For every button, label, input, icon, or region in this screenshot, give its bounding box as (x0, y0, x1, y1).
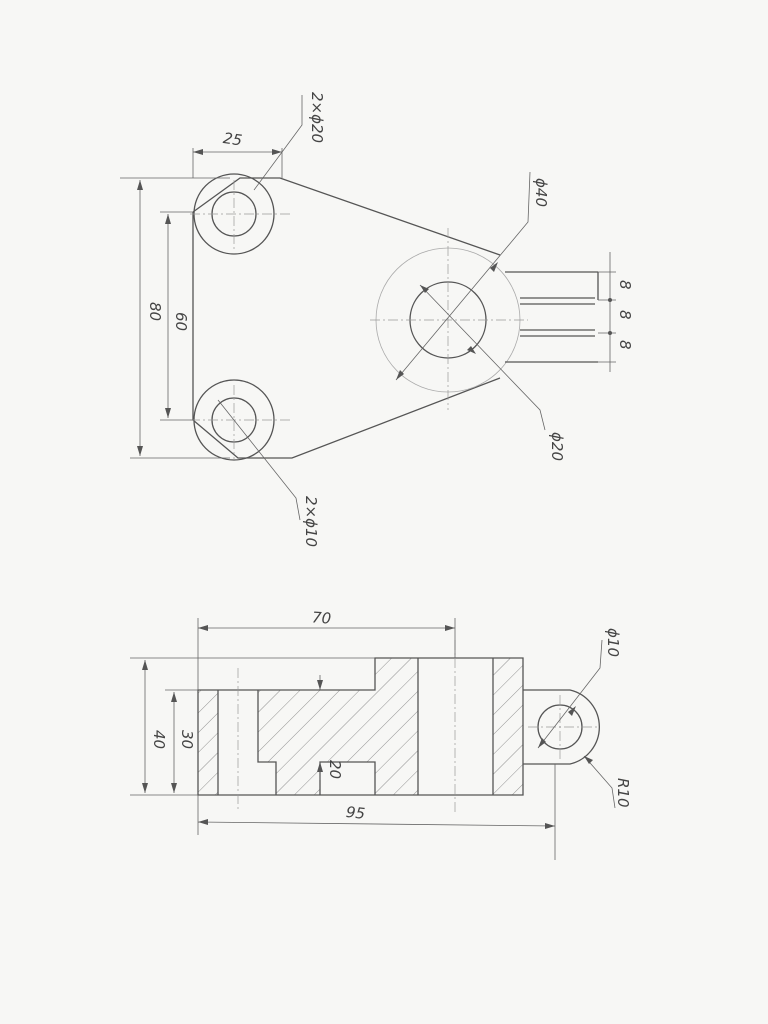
arrow (420, 285, 429, 293)
section-view: 70 40 30 20 95 ϕ10 R10 (130, 608, 632, 860)
dim-30-label: 30 (178, 730, 196, 749)
dim-2x20-label: 2×ϕ20 (308, 92, 326, 143)
dim-dot (608, 331, 612, 335)
dim-8-chain (598, 252, 616, 372)
hatch-right (493, 658, 523, 795)
section-centerlines (237, 640, 456, 812)
dim-phi40-label: ϕ40 (532, 178, 550, 207)
plate-outline (192, 177, 501, 459)
dim-phi40-leader (395, 171, 531, 381)
dim-phi10-label: ϕ10 (604, 628, 622, 657)
dim-8-a-label: 8 (616, 280, 634, 290)
dim-8-c-label: 8 (616, 340, 634, 350)
dim-95-line (197, 764, 556, 860)
dim-70-label: 70 (311, 608, 331, 627)
arrow (317, 680, 323, 690)
arrow (490, 262, 498, 272)
dim-40-label: 40 (150, 730, 168, 749)
dim-80-label: 80 (146, 302, 164, 321)
top-view: 25 2×ϕ20 80 60 ϕ40 ϕ20 2×ϕ10 8 8 8 (120, 92, 634, 547)
lug-centerline (528, 695, 598, 760)
arrow (467, 346, 476, 354)
arrow (165, 214, 171, 224)
dim-30-line (165, 689, 198, 793)
dim-phi10-leader (537, 639, 603, 749)
arrow (142, 783, 148, 793)
arrow (538, 738, 546, 748)
dim-40-line (130, 657, 375, 796)
dim-60-label: 60 (172, 312, 190, 331)
slot-lines (505, 271, 599, 363)
hatch-left (198, 690, 218, 795)
arrow (445, 625, 455, 631)
arrow (193, 149, 203, 155)
dim-2x20-leader (253, 95, 303, 191)
dim-r10-leader (583, 755, 616, 809)
arrow (171, 692, 177, 702)
dim-r10-label: R10 (614, 778, 632, 808)
arrow (272, 149, 282, 155)
dim-25-label: 25 (222, 129, 243, 149)
dim-dot (608, 298, 612, 302)
arrow (568, 706, 576, 716)
dim-70-line (197, 618, 456, 690)
dim-25-line (192, 148, 283, 178)
dim-phi20-label: ϕ20 (548, 432, 566, 461)
arrow (396, 370, 404, 380)
arrow (137, 446, 143, 456)
dim-95-label: 95 (345, 803, 366, 823)
arrow (137, 180, 143, 190)
arrow (317, 762, 323, 772)
dim-2x10-label: 2×ϕ10 (302, 496, 320, 547)
hatch-middle (258, 658, 418, 795)
arrow (171, 783, 177, 793)
section-inner-lines (217, 658, 494, 795)
dim-2x10-leader (217, 399, 301, 521)
arrow (584, 756, 593, 764)
arrow (165, 408, 171, 418)
arrow (198, 819, 208, 825)
dim-80-line (120, 177, 230, 459)
arrow (545, 823, 555, 829)
dim-phi20-leader (419, 284, 546, 431)
dim-60-line (160, 211, 193, 421)
arrow (198, 625, 208, 631)
lug-outline (523, 689, 600, 765)
dim-8-b-label: 8 (616, 310, 634, 320)
top-view-centerlines (190, 180, 528, 460)
arrow (142, 660, 148, 670)
dim-20-label: 20 (326, 760, 344, 779)
